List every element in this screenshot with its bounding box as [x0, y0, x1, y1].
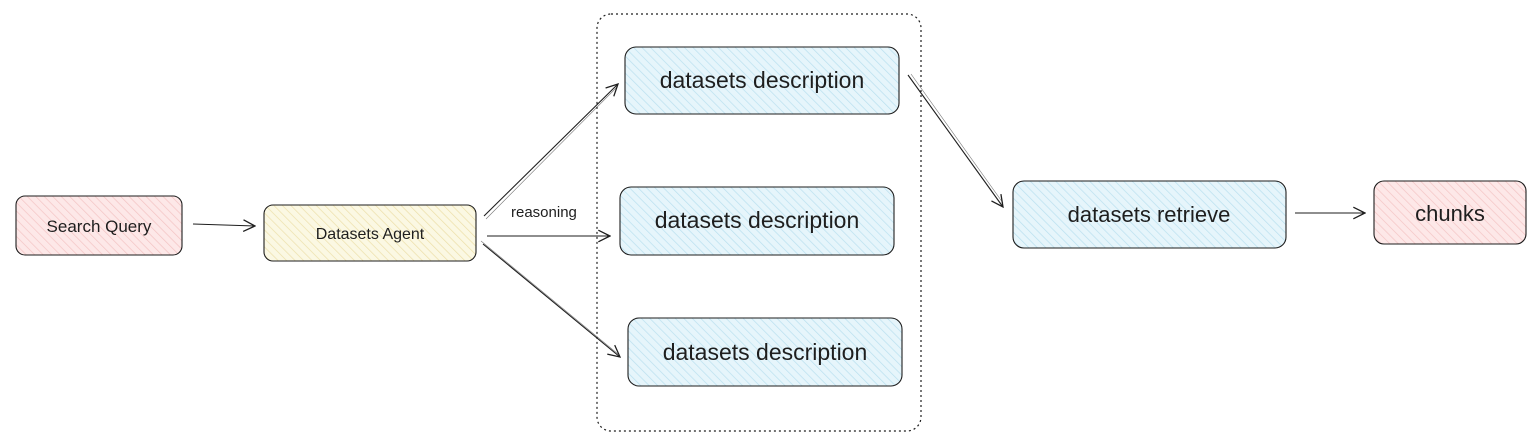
datasets-description-label-1: datasets description [660, 67, 865, 93]
arrow-agent-to-description-3-sketch [480, 240, 619, 355]
search-query-node[interactable]: Search Query [15, 195, 183, 256]
datasets-retrieve-label: datasets retrieve [1068, 202, 1231, 227]
datasets-agent-node[interactable]: Datasets Agent [263, 204, 477, 262]
datasets-description-node-1[interactable]: datasets description [624, 46, 900, 115]
datasets-description-label-3: datasets description [663, 339, 868, 365]
arrow-description-to-retrieve-sketch [910, 73, 1004, 204]
datasets-description-node-2[interactable]: datasets description [619, 186, 895, 256]
reasoning-edge-label: reasoning [511, 204, 577, 221]
arrow-agent-to-description-3 [482, 243, 620, 357]
datasets-retrieve-node[interactable]: datasets retrieve [1012, 180, 1287, 249]
description-group-frame [596, 13, 922, 432]
datasets-agent-label: Datasets Agent [316, 226, 425, 243]
datasets-description-node-3[interactable]: datasets description [627, 317, 903, 387]
arrow-query-to-agent [192, 224, 255, 226]
chunks-node[interactable]: chunks [1373, 180, 1527, 245]
arrow-description-to-retrieve [907, 74, 1003, 207]
search-query-label: Search Query [47, 217, 152, 236]
arrow-agent-to-description-1-sketch [485, 86, 618, 220]
chunks-label: chunks [1415, 201, 1485, 226]
arrow-agent-to-description-1 [483, 84, 618, 217]
datasets-description-label-2: datasets description [655, 207, 860, 233]
